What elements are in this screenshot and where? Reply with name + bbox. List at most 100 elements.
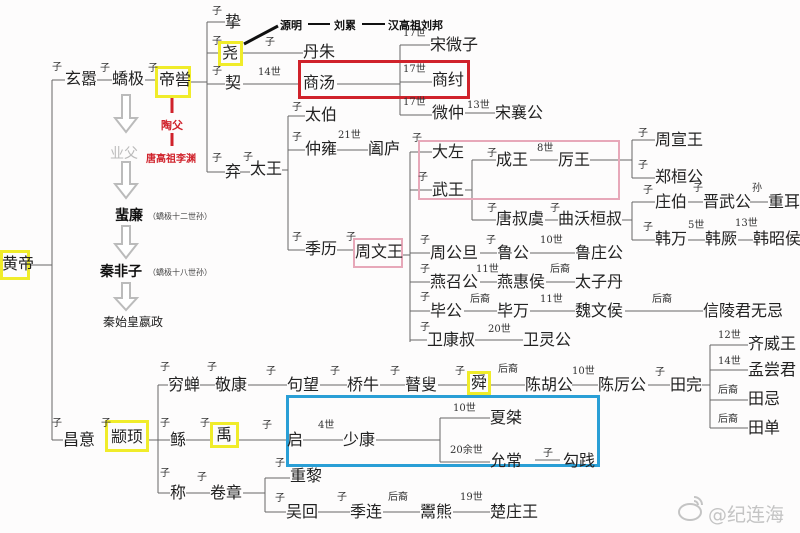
person-zhouwenwang: 周文王 (355, 242, 404, 261)
relation-label: 12世 (718, 330, 741, 341)
relation-label: 后裔 (388, 492, 408, 503)
person-taiwang: 太王 (250, 159, 283, 178)
annotation-yefu: 业父 (110, 146, 138, 162)
person-jilian: 季连 (350, 502, 383, 521)
relation-label: 13世 (467, 100, 490, 111)
person-yanhuihou: 燕惠侯 (497, 272, 546, 291)
person-tangshuyu: 唐叔虞 (496, 209, 545, 228)
person-diku: 帝喾 (159, 70, 192, 89)
annotation-liulei: 刘累 (334, 19, 356, 32)
relation-label: 子 (212, 36, 222, 47)
person-songweizi: 宋微子 (430, 35, 479, 54)
person-chengwang: 成王 (496, 150, 529, 169)
person-shangtang: 商汤 (303, 73, 336, 92)
person-tiandan: 田单 (748, 418, 781, 437)
person-zhuangbo: 庄伯 (655, 192, 688, 211)
relation-label: 子 (693, 183, 703, 194)
relation-label: 后裔 (652, 294, 672, 305)
person-jiaoji: 蟜极 (112, 69, 145, 88)
person-goumang: 句望 (287, 375, 320, 394)
relation-label: 17世 (403, 97, 426, 108)
person-danzhu: 丹朱 (303, 42, 336, 61)
highlight-box-diku (155, 66, 191, 98)
down-arrow-icon (112, 161, 140, 200)
relation-label: 5世 (688, 220, 705, 231)
person-chenhugong: 陈胡公 (525, 375, 574, 394)
person-zhongyong: 仲雍 (305, 139, 338, 158)
highlight-box-yu (210, 422, 239, 448)
person-wuwang: 武王 (432, 180, 465, 199)
person-hanzhaohou: 韩昭侯 (753, 229, 800, 248)
highlight-box-zhuanxu (105, 420, 149, 452)
person-wuhui: 吴回 (286, 502, 319, 521)
relation-label: 子 (418, 172, 428, 183)
relation-label: 19世 (460, 492, 483, 503)
person-gun: 鲧 (170, 430, 187, 449)
person-jili: 季历 (305, 239, 338, 258)
person-goujian: 勾践 (563, 451, 596, 470)
relation-label: 子 (420, 322, 430, 333)
relation-label: 子 (455, 366, 465, 377)
person-cheng: 称 (170, 483, 187, 502)
relation-label: 子 (486, 235, 496, 246)
person-shangzhou: 商纣 (432, 70, 465, 89)
person-zhenghuangong: 郑桓公 (655, 167, 704, 186)
annotation-ligaozu: 唐高祖李渊 (146, 154, 196, 165)
relation-label: 子 (52, 418, 62, 429)
person-chonger: 重耳 (768, 192, 800, 211)
annotation-feilian: 蜚廉 (115, 208, 143, 224)
person-juanzhang: 卷章 (210, 483, 243, 502)
relation-label: 后裔 (550, 264, 570, 275)
relation-label: 10世 (453, 403, 476, 414)
annotation-feilian-note: （蟜极十二世孙） (148, 212, 212, 221)
relation-label: 子 (160, 362, 170, 373)
person-yao: 尧 (222, 43, 239, 62)
annotation-taofu: 陶父 (161, 119, 183, 132)
person-yanzhaogong: 燕召公 (430, 272, 479, 291)
relation-label: 8世 (537, 143, 554, 154)
relation-label: 子 (292, 132, 302, 143)
person-weizhong: 微仲 (432, 103, 465, 122)
annotation-liubang: 汉高祖刘邦 (388, 19, 443, 32)
relation-label: 17世 (403, 28, 426, 39)
relation-label: 后裔 (498, 364, 518, 375)
annotation-feizi: 秦非子 (100, 264, 142, 280)
person-songxianggong: 宋襄公 (495, 103, 544, 122)
relation-label: 子 (262, 420, 272, 431)
relation-label: 子 (160, 468, 170, 479)
relation-label: 子 (292, 232, 302, 243)
relation-label: 子 (643, 222, 653, 233)
down-arrow-icon (112, 225, 140, 260)
person-zhouxuanwang: 周宣王 (655, 130, 704, 149)
relation-label: 子 (197, 472, 207, 483)
black-link-lines (243, 24, 279, 46)
person-jinwugong: 晋武公 (703, 192, 752, 211)
person-tianwan: 田完 (670, 375, 703, 394)
relation-label: 子 (487, 203, 497, 214)
person-weiwenhou: 魏文侯 (575, 301, 624, 320)
down-arrow-icon (112, 94, 140, 134)
relation-label: 子 (212, 6, 222, 17)
relation-label: 子 (207, 362, 217, 373)
relation-label: 10世 (572, 366, 595, 377)
relation-label: 后裔 (718, 385, 738, 396)
relation-label: 子 (275, 458, 285, 469)
person-gusou: 瞽叟 (405, 375, 438, 394)
relation-label: 子 (643, 185, 653, 196)
relation-label: 子 (52, 62, 62, 73)
relation-label: 子 (101, 418, 111, 429)
person-liwang: 厉王 (558, 150, 591, 169)
relation-label: 4世 (318, 420, 335, 431)
relation-label: 子 (275, 493, 285, 504)
person-xuanxiao: 玄嚣 (65, 69, 98, 88)
relation-label: 子 (160, 418, 170, 429)
relation-label: 子 (543, 448, 553, 459)
person-huangdi: 黄帝 (2, 254, 35, 273)
tree-lines (30, 21, 768, 513)
person-changyi: 昌意 (63, 430, 96, 449)
down-arrow-icon (112, 282, 140, 312)
xia-dynasty-box (286, 395, 600, 467)
relation-label: 20世 (488, 324, 511, 335)
relation-label: 子 (337, 492, 347, 503)
